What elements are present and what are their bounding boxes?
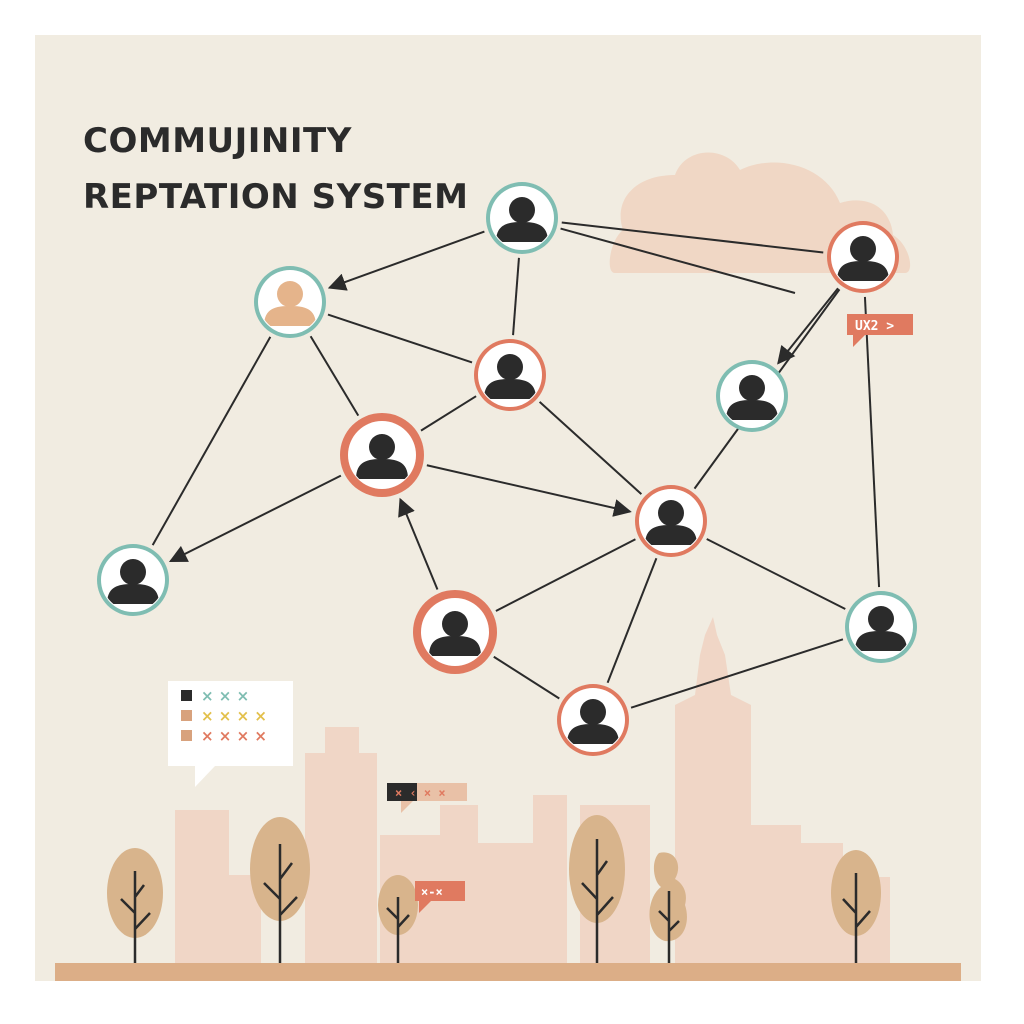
connection-n7-n10 — [706, 538, 846, 610]
tag-top-right-label: UX2 > — [855, 319, 894, 334]
user-node-n7[interactable] — [635, 485, 707, 557]
trees — [107, 815, 881, 971]
poster: UX2 > × ‹ × × ×-× × × × × × × × × × × × CO… — [35, 35, 981, 981]
connection-n1-cloud — [560, 227, 796, 294]
connection-n9-n11 — [493, 655, 560, 700]
connection-n2-n5 — [309, 335, 360, 417]
connection-n6-n10 — [863, 296, 881, 588]
tag-bottom: ×-× — [415, 881, 465, 913]
network-illustration: UX2 > × ‹ × × ×-× × × × × × × × × × × × — [55, 152, 961, 981]
connection-n1-n2 — [327, 230, 485, 291]
chat-row-marks: × × × — [201, 687, 249, 705]
tree — [250, 817, 310, 965]
user-node-n5[interactable] — [340, 413, 424, 497]
tree — [107, 848, 163, 965]
page-title: COMMUJINITY REPTATION SYSTEM — [83, 113, 468, 225]
chat-card: × × × × × × × × × × × — [168, 681, 293, 787]
tag-top-right: UX2 > — [847, 314, 913, 347]
chat-row-swatch — [181, 730, 192, 741]
ground-line — [55, 963, 961, 981]
chat-row-swatch — [181, 690, 192, 701]
user-node-n8[interactable] — [97, 544, 169, 616]
tree — [831, 850, 881, 965]
connection-n5-n7 — [426, 464, 632, 517]
user-node-n11[interactable] — [557, 684, 629, 756]
connection-n4-n5 — [420, 395, 477, 432]
user-node-n4[interactable] — [474, 339, 546, 411]
user-node-n1[interactable] — [486, 182, 558, 254]
tree — [569, 815, 625, 965]
user-nodes — [97, 182, 917, 756]
connection-n2-n4 — [327, 313, 473, 364]
connection-n4-n7 — [538, 401, 643, 495]
user-node-n9[interactable] — [413, 590, 497, 674]
user-node-n3[interactable] — [716, 360, 788, 432]
user-node-n6[interactable] — [827, 221, 899, 293]
connection-n1-n4 — [512, 257, 520, 336]
connection-n7-n11 — [606, 557, 658, 684]
user-node-n2[interactable] — [254, 266, 326, 338]
title-line-2: REPTATION SYSTEM — [83, 177, 469, 217]
connection-n9-n5 — [398, 497, 439, 590]
connection-n2-n8 — [151, 336, 272, 546]
chat-row-swatch — [181, 710, 192, 721]
connection-n1-n6 — [561, 221, 824, 254]
connection-n5-n8 — [168, 474, 342, 563]
tag-mid: × ‹ × × — [387, 783, 467, 813]
chat-row-marks: × × × × — [201, 707, 267, 725]
tree — [378, 875, 418, 965]
tag-mid-label: × ‹ × × — [395, 786, 446, 800]
title-line-1: COMMUJINITY — [83, 121, 352, 161]
connection-n7-n9 — [495, 538, 636, 612]
tree — [649, 852, 687, 971]
tag-bottom-label: ×-× — [421, 885, 443, 899]
connection-n6-n3 — [777, 287, 839, 365]
connections — [151, 221, 881, 709]
connection-n11-n10 — [630, 638, 844, 709]
user-node-n10[interactable] — [845, 591, 917, 663]
chat-row-marks: × × × × — [201, 727, 267, 745]
